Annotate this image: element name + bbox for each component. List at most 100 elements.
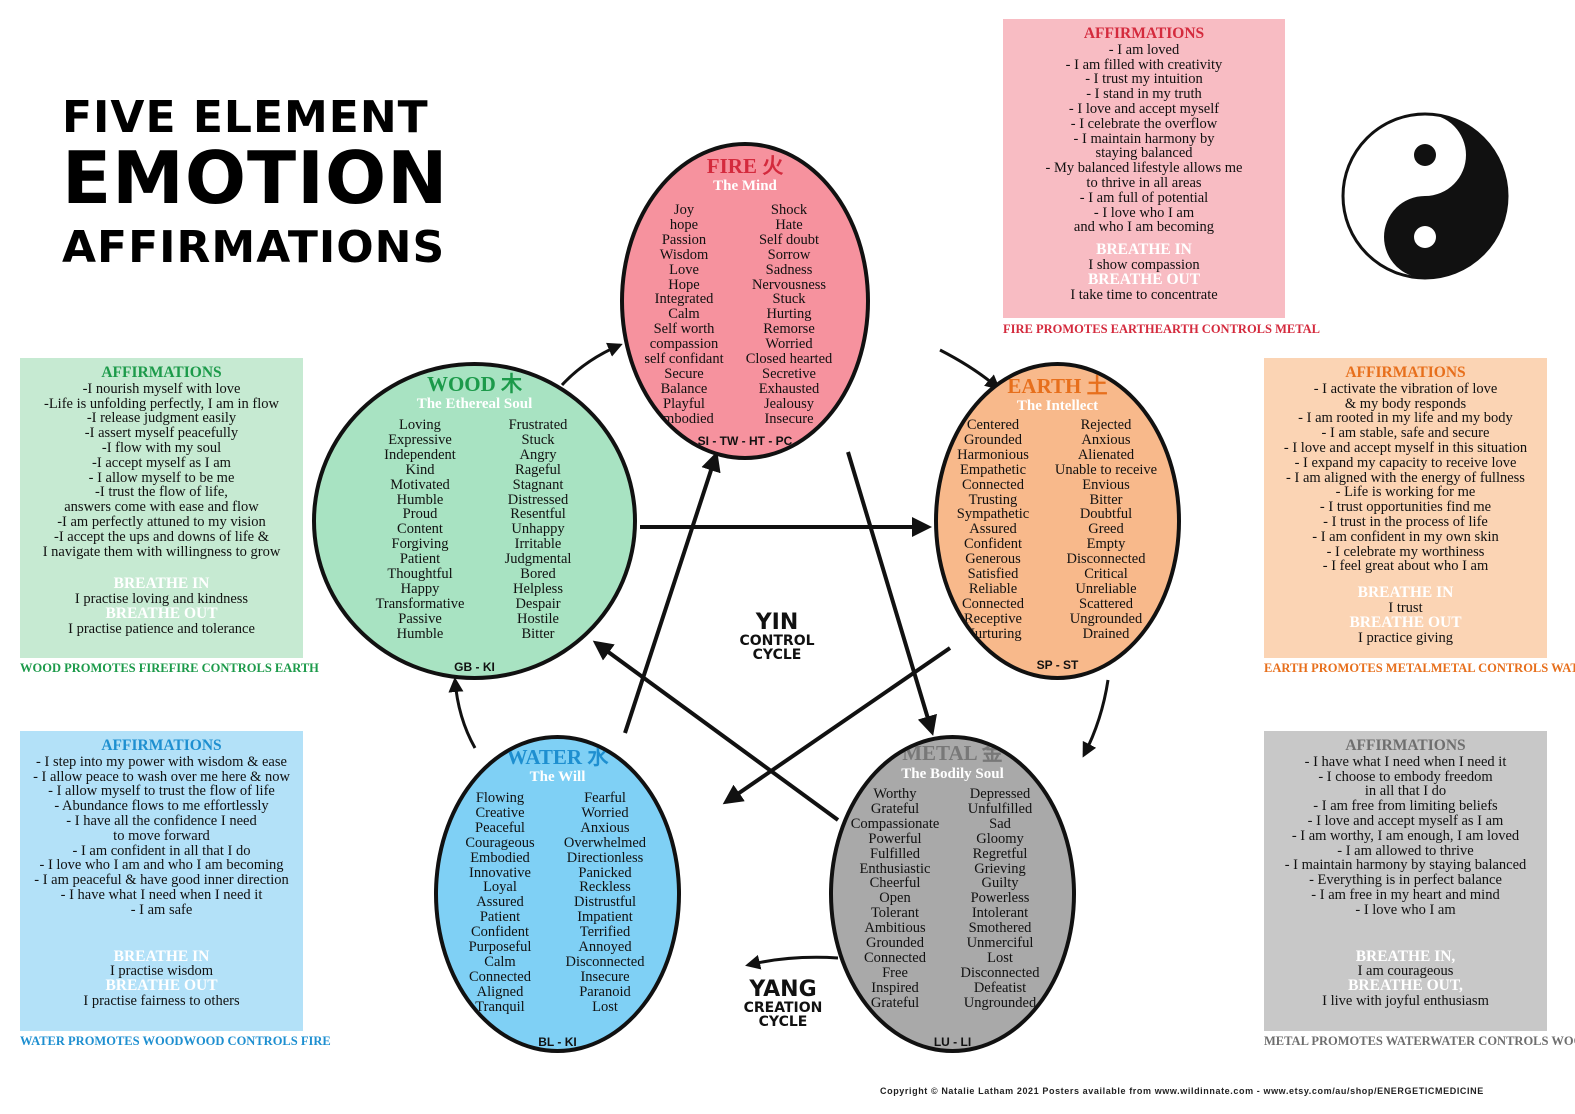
earth-subtitle: The Intellect — [1016, 398, 1099, 414]
water-breathe-out-text: I practise fairness to others — [83, 992, 240, 1009]
relation-line: WATER CONTROLS WOOD — [1430, 1034, 1575, 1048]
water-subtitle: The Will — [529, 769, 586, 785]
arrow-earth-to-water — [722, 646, 952, 805]
emotion-word: Panicked — [578, 864, 632, 881]
emotion-word: Reckless — [579, 879, 631, 896]
emotion-word: Directionless — [566, 849, 644, 866]
emotion-word: Connected — [468, 968, 531, 985]
affirmation-line: - I have all the confidence I need — [66, 812, 257, 829]
emotion-word: Nurturing — [964, 625, 1022, 642]
emotion-word: Calm — [668, 306, 700, 323]
fire-meridians: SI - TW - HT - PC — [697, 434, 793, 448]
emotion-word: Judgmental — [504, 551, 572, 568]
emotion-word: Open — [879, 890, 911, 907]
emotion-word: Nervousness — [751, 276, 827, 293]
emotion-word: Transformative — [375, 595, 465, 612]
water-relations: WATER PROMOTES WOODWOOD CONTROLS FIRE — [20, 1035, 331, 1048]
emotion-word: Distressed — [507, 491, 569, 508]
emotion-word: Ungrounded — [963, 994, 1037, 1011]
water-breathe-in-label: BREATHE IN — [113, 947, 210, 965]
emotion-word: Expressive — [388, 431, 452, 448]
affirmation-line: - My balanced lifestyle allows me — [1045, 160, 1243, 177]
emotion-word: Bitter — [1089, 491, 1123, 508]
emotion-word: Patient — [399, 551, 441, 568]
emotion-word: Proud — [402, 506, 438, 523]
emotion-word: Bitter — [521, 625, 555, 642]
emotion-word: Sad — [989, 815, 1011, 832]
affirmation-line: - I activate the vibration of love — [1313, 380, 1498, 397]
relation-line: FIRE CONTROLS EARTH — [168, 661, 319, 675]
affirmation-line: in all that I do — [1364, 783, 1447, 800]
emotion-word: Empty — [1086, 536, 1126, 553]
emotion-word: Despair — [515, 595, 561, 612]
emotion-word: Unhappy — [511, 521, 565, 538]
affirmation-line: - I trust in the process of life — [1323, 513, 1488, 530]
affirmation-line: - I am rooted in my life and my body — [1298, 410, 1513, 427]
emotion-word: Trusting — [968, 491, 1018, 508]
emotion-word: Grateful — [870, 994, 920, 1011]
affirmation-line: - I am allowed to thrive — [1337, 842, 1474, 859]
emotion-word: Integrated — [654, 291, 714, 308]
affirmation-line: - I am confident in all that I do — [72, 842, 251, 859]
wood-subtitle: The Ethereal Soul — [416, 396, 533, 412]
emotion-word: Smothered — [968, 920, 1032, 937]
emotion-word: Angry — [519, 446, 557, 463]
relation-line: METAL CONTROLS WATER — [1430, 661, 1575, 675]
metal-affirmations-panel: AFFIRMATIONS- I have what I need when I … — [1264, 731, 1547, 1031]
fire-subtitle: The Mind — [713, 178, 777, 194]
emotion-word: Happy — [400, 580, 440, 597]
emotion-word: Scattered — [1079, 595, 1133, 612]
emotion-word: Humble — [396, 491, 444, 508]
water-affirmations-panel: AFFIRMATIONS- I step into my power with … — [20, 731, 303, 1031]
emotion-word: Distrustful — [573, 894, 637, 911]
affirmation-line: - I love who I am and who I am becoming — [39, 857, 284, 874]
arrow-water-to-wood — [448, 677, 477, 749]
emotion-word: Love — [669, 261, 699, 278]
emotion-word: Stagnant — [512, 476, 564, 493]
affirmation-line: - I celebrate my worthiness — [1326, 543, 1485, 560]
emotion-word: Powerful — [868, 830, 922, 847]
affirmation-line: to move forward — [113, 827, 210, 844]
emotion-word: Doubtful — [1079, 506, 1133, 523]
affirmation-line: - I am free from limiting beliefs — [1313, 798, 1498, 815]
emotion-word: Empathetic — [959, 461, 1027, 478]
title-line-3: AFFIRMATIONS — [62, 222, 446, 273]
emotion-word: Patient — [479, 909, 521, 926]
emotion-word: Embodied — [470, 849, 530, 866]
metal-breathe-in-text: I am courageous — [1357, 963, 1454, 980]
emotion-word: Closed hearted — [745, 351, 833, 368]
earth-relations: EARTH PROMOTES METALMETAL CONTROLS WATER — [1264, 661, 1575, 675]
emotion-word: Innovative — [468, 864, 531, 881]
emotion-word: Guilty — [981, 875, 1019, 892]
affirmation-line: I navigate them with willingness to grow — [42, 543, 281, 560]
emotion-word: Generous — [965, 551, 1021, 568]
emotion-word: Irritable — [514, 536, 562, 553]
affirmation-line: - I maintain harmony by staying balanced — [1284, 857, 1527, 874]
affirmation-line: - I trust my intuition — [1085, 71, 1203, 88]
emotion-word: Remorse — [763, 321, 815, 338]
emotion-word: Annoyed — [578, 939, 632, 956]
wood-breathe-out-label: BREATHE OUT — [105, 604, 218, 622]
wood-meridians: GB - KI — [454, 660, 495, 674]
emotion-word: Jealousy — [764, 395, 814, 412]
emotion-word: Anxious — [580, 819, 630, 836]
emotion-word: Regretful — [972, 845, 1028, 862]
affirmation-line: - I love and accept myself as I am — [1307, 812, 1504, 829]
wood-affirmations-panel: AFFIRMATIONS-I nourish myself with love-… — [20, 358, 303, 658]
emotion-word: Intolerant — [971, 905, 1029, 922]
water-breathe-out-label: BREATHE OUT — [105, 977, 218, 995]
affirmation-line: - I allow myself to be me — [88, 469, 235, 486]
emotion-word: Confident — [964, 536, 1022, 553]
wood-breathe-in-text: I practise loving and kindness — [74, 591, 249, 608]
wood-relations: WOOD PROMOTES FIREFIRE CONTROLS EARTH — [20, 662, 319, 675]
metal-breathe-out-text: I live with joyful enthusiasm — [1322, 992, 1489, 1009]
emotion-word: Insecure — [580, 968, 630, 985]
emotion-word: Humble — [396, 625, 444, 642]
emotion-word: Ungrounded — [1069, 610, 1143, 627]
relation-line: EARTH PROMOTES METAL — [1264, 661, 1431, 675]
emotion-word: Secretive — [762, 365, 816, 382]
emotion-word: Stuck — [521, 431, 555, 448]
